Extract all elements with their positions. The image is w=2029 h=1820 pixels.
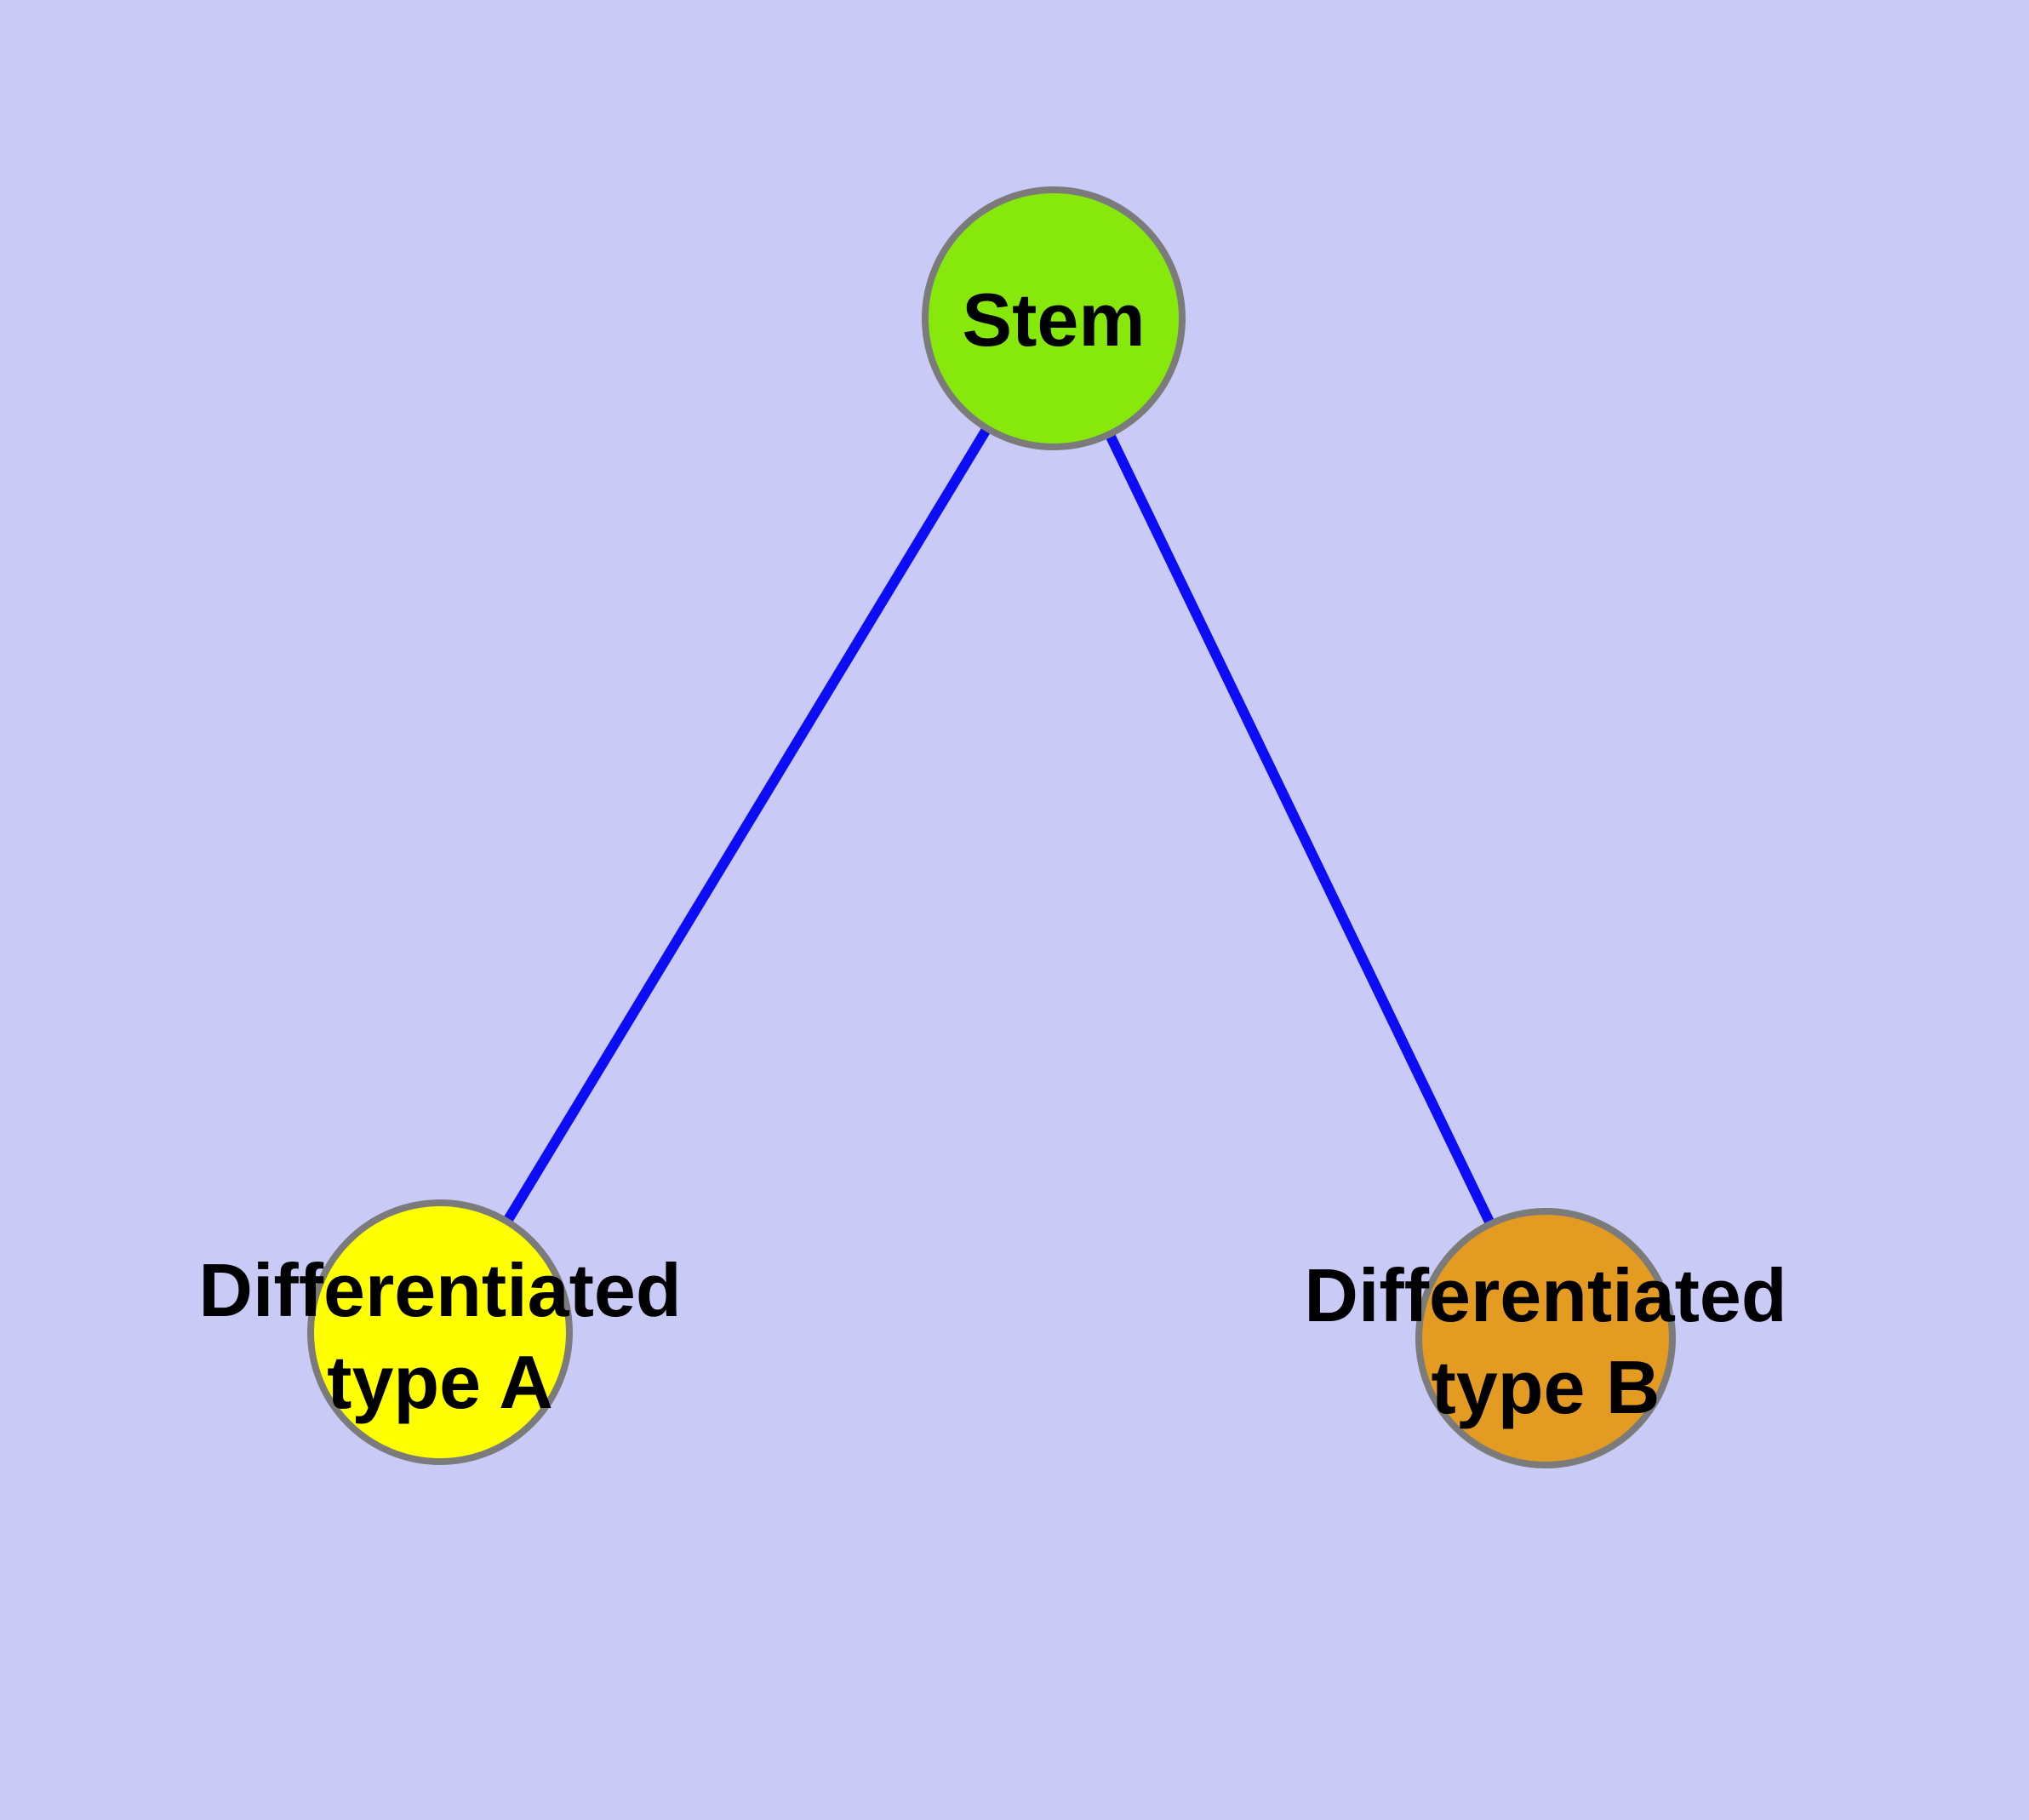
node-label-type-a-line1: Differentiated: [198, 1248, 681, 1332]
node-label-type-b-line1: Differentiated: [1304, 1253, 1786, 1337]
node-differentiated-type-b: [1415, 1208, 1676, 1468]
edge-stem-to-type-b: [1049, 316, 1551, 1341]
edge-stem-to-type-a: [435, 315, 1059, 1336]
node-differentiated-type-a: [307, 1199, 573, 1465]
node-label-stem: Stem: [962, 278, 1145, 362]
node-label-type-b-line2: type B: [1432, 1345, 1660, 1429]
node-stem: [922, 186, 1186, 450]
node-label-type-a-line2: type A: [327, 1340, 553, 1424]
